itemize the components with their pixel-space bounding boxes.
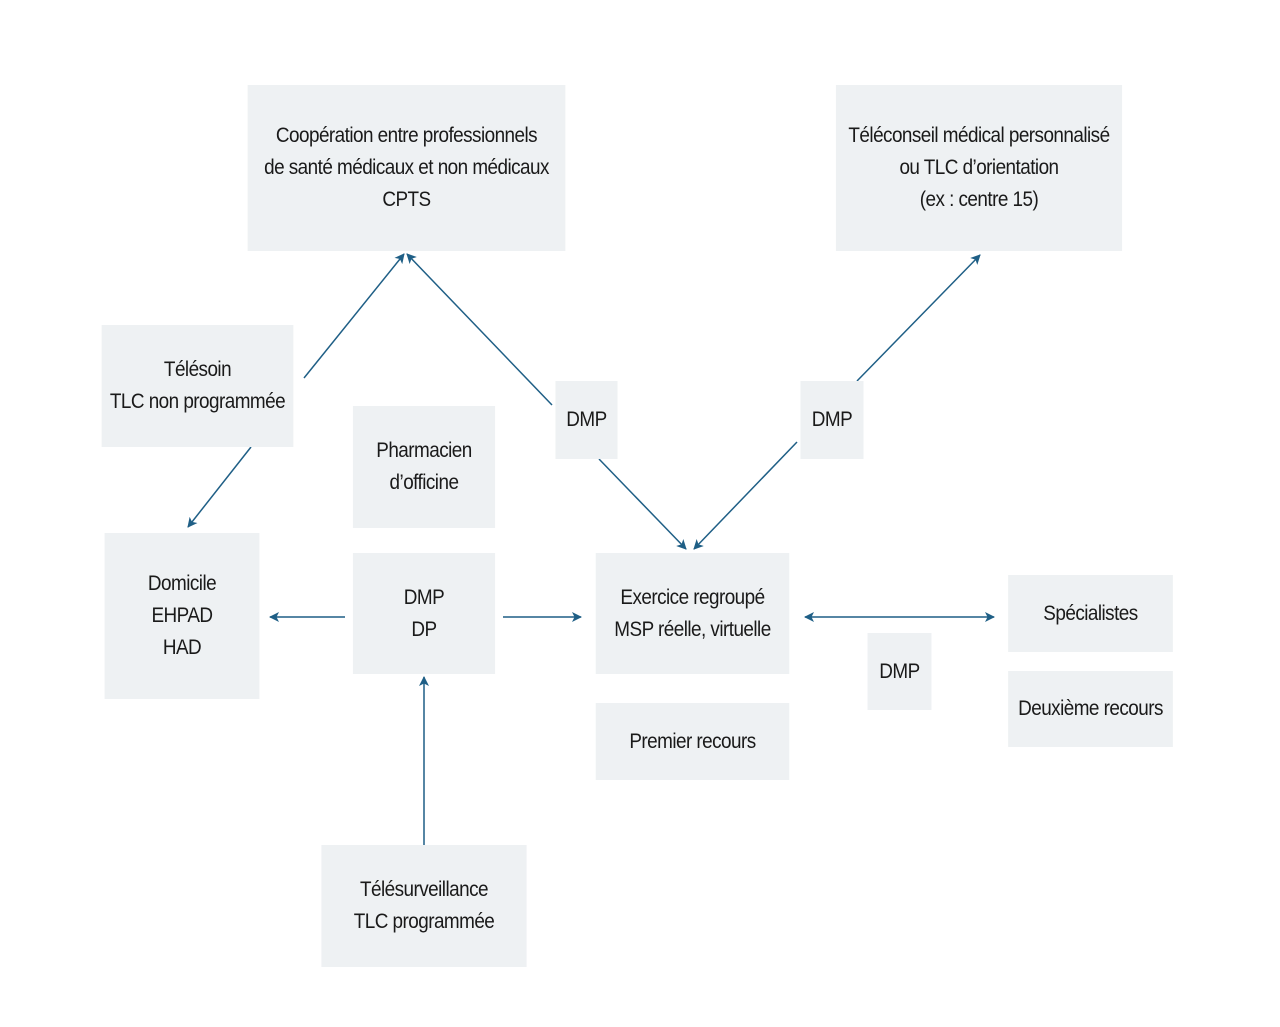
node-domicile-line-1: Domicile xyxy=(147,572,217,595)
node-dmp-dp-line-2: DP xyxy=(411,617,437,641)
node-teleconseil-line-2: ou TLC d’orientation xyxy=(899,156,1059,179)
node-pharmacien-line-1: Pharmacien xyxy=(376,439,472,462)
node-premier-recours-line-1: Premier recours xyxy=(629,729,756,753)
node-telesoin-line-1: Télésoin xyxy=(163,358,232,381)
node-exercice: Exercice regroupé MSP réelle, virtuelle xyxy=(595,553,790,674)
arrow-dmp-right-to-exercice xyxy=(693,441,798,550)
node-telesoin: Télésoin TLC non programmée xyxy=(101,325,294,447)
arrow-telesoin-to-cooperation xyxy=(303,253,405,379)
node-deuxieme-recours: Deuxième recours xyxy=(1008,671,1173,747)
node-domicile-line-3: HAD xyxy=(162,636,202,659)
node-dmp-dp-line-1: DMP xyxy=(403,585,445,609)
node-exercice-line-2: MSP réelle, virtuelle xyxy=(614,617,771,641)
node-dmp-right: DMP xyxy=(800,381,864,459)
arrow-dmp-right-to-teleconseil xyxy=(856,254,981,382)
node-dmp-left-line-1: DMP xyxy=(566,408,607,431)
node-dmp-bottom: DMP xyxy=(867,633,932,710)
node-telesurveillance-line-1: Télésurveillance xyxy=(360,878,488,901)
node-teleconseil-line-3: (ex : centre 15) xyxy=(919,188,1039,211)
node-specialistes: Spécialistes xyxy=(1008,575,1173,652)
arrow-dmp-left-to-exercice xyxy=(598,458,687,550)
node-telesoin-line-2: TLC non programmée xyxy=(109,390,286,413)
node-cooperation-line-3: CPTS xyxy=(382,188,431,211)
node-dmp-right-line-1: DMP xyxy=(811,408,853,431)
node-specialistes-line-1: Spécialistes xyxy=(1043,601,1138,625)
node-dmp-dp: DMP DP xyxy=(352,553,496,674)
node-exercice-line-1: Exercice regroupé xyxy=(620,585,765,609)
node-domicile: Domicile EHPAD HAD xyxy=(104,533,260,699)
node-cooperation-line-1: Coopération entre professionnels xyxy=(275,124,538,147)
node-dmp-bottom-line-1: DMP xyxy=(879,659,920,683)
arrow-telesoin-to-domicile xyxy=(187,446,252,528)
node-domicile-line-2: EHPAD xyxy=(151,604,213,627)
node-telesurveillance: Télésurveillance TLC programmée xyxy=(321,845,527,967)
node-premier-recours: Premier recours xyxy=(595,703,790,780)
node-pharmacien: Pharmacien d’officine xyxy=(352,406,496,528)
node-cooperation-line-2: de santé médicaux et non médicaux xyxy=(264,156,549,179)
node-cooperation: Coopération entre professionnels de sant… xyxy=(247,85,566,251)
node-dmp-left: DMP xyxy=(555,381,618,459)
node-deuxieme-recours-line-1: Deuxième recours xyxy=(1018,697,1163,720)
node-teleconseil: Téléconseil médical personnalisé ou TLC … xyxy=(835,85,1123,251)
arrow-dmp-left-to-cooperation xyxy=(406,253,553,406)
node-pharmacien-line-2: d’officine xyxy=(389,471,459,494)
node-telesurveillance-line-2: TLC programmée xyxy=(353,910,495,933)
node-teleconseil-line-1: Téléconseil médical personnalisé xyxy=(848,124,1110,147)
